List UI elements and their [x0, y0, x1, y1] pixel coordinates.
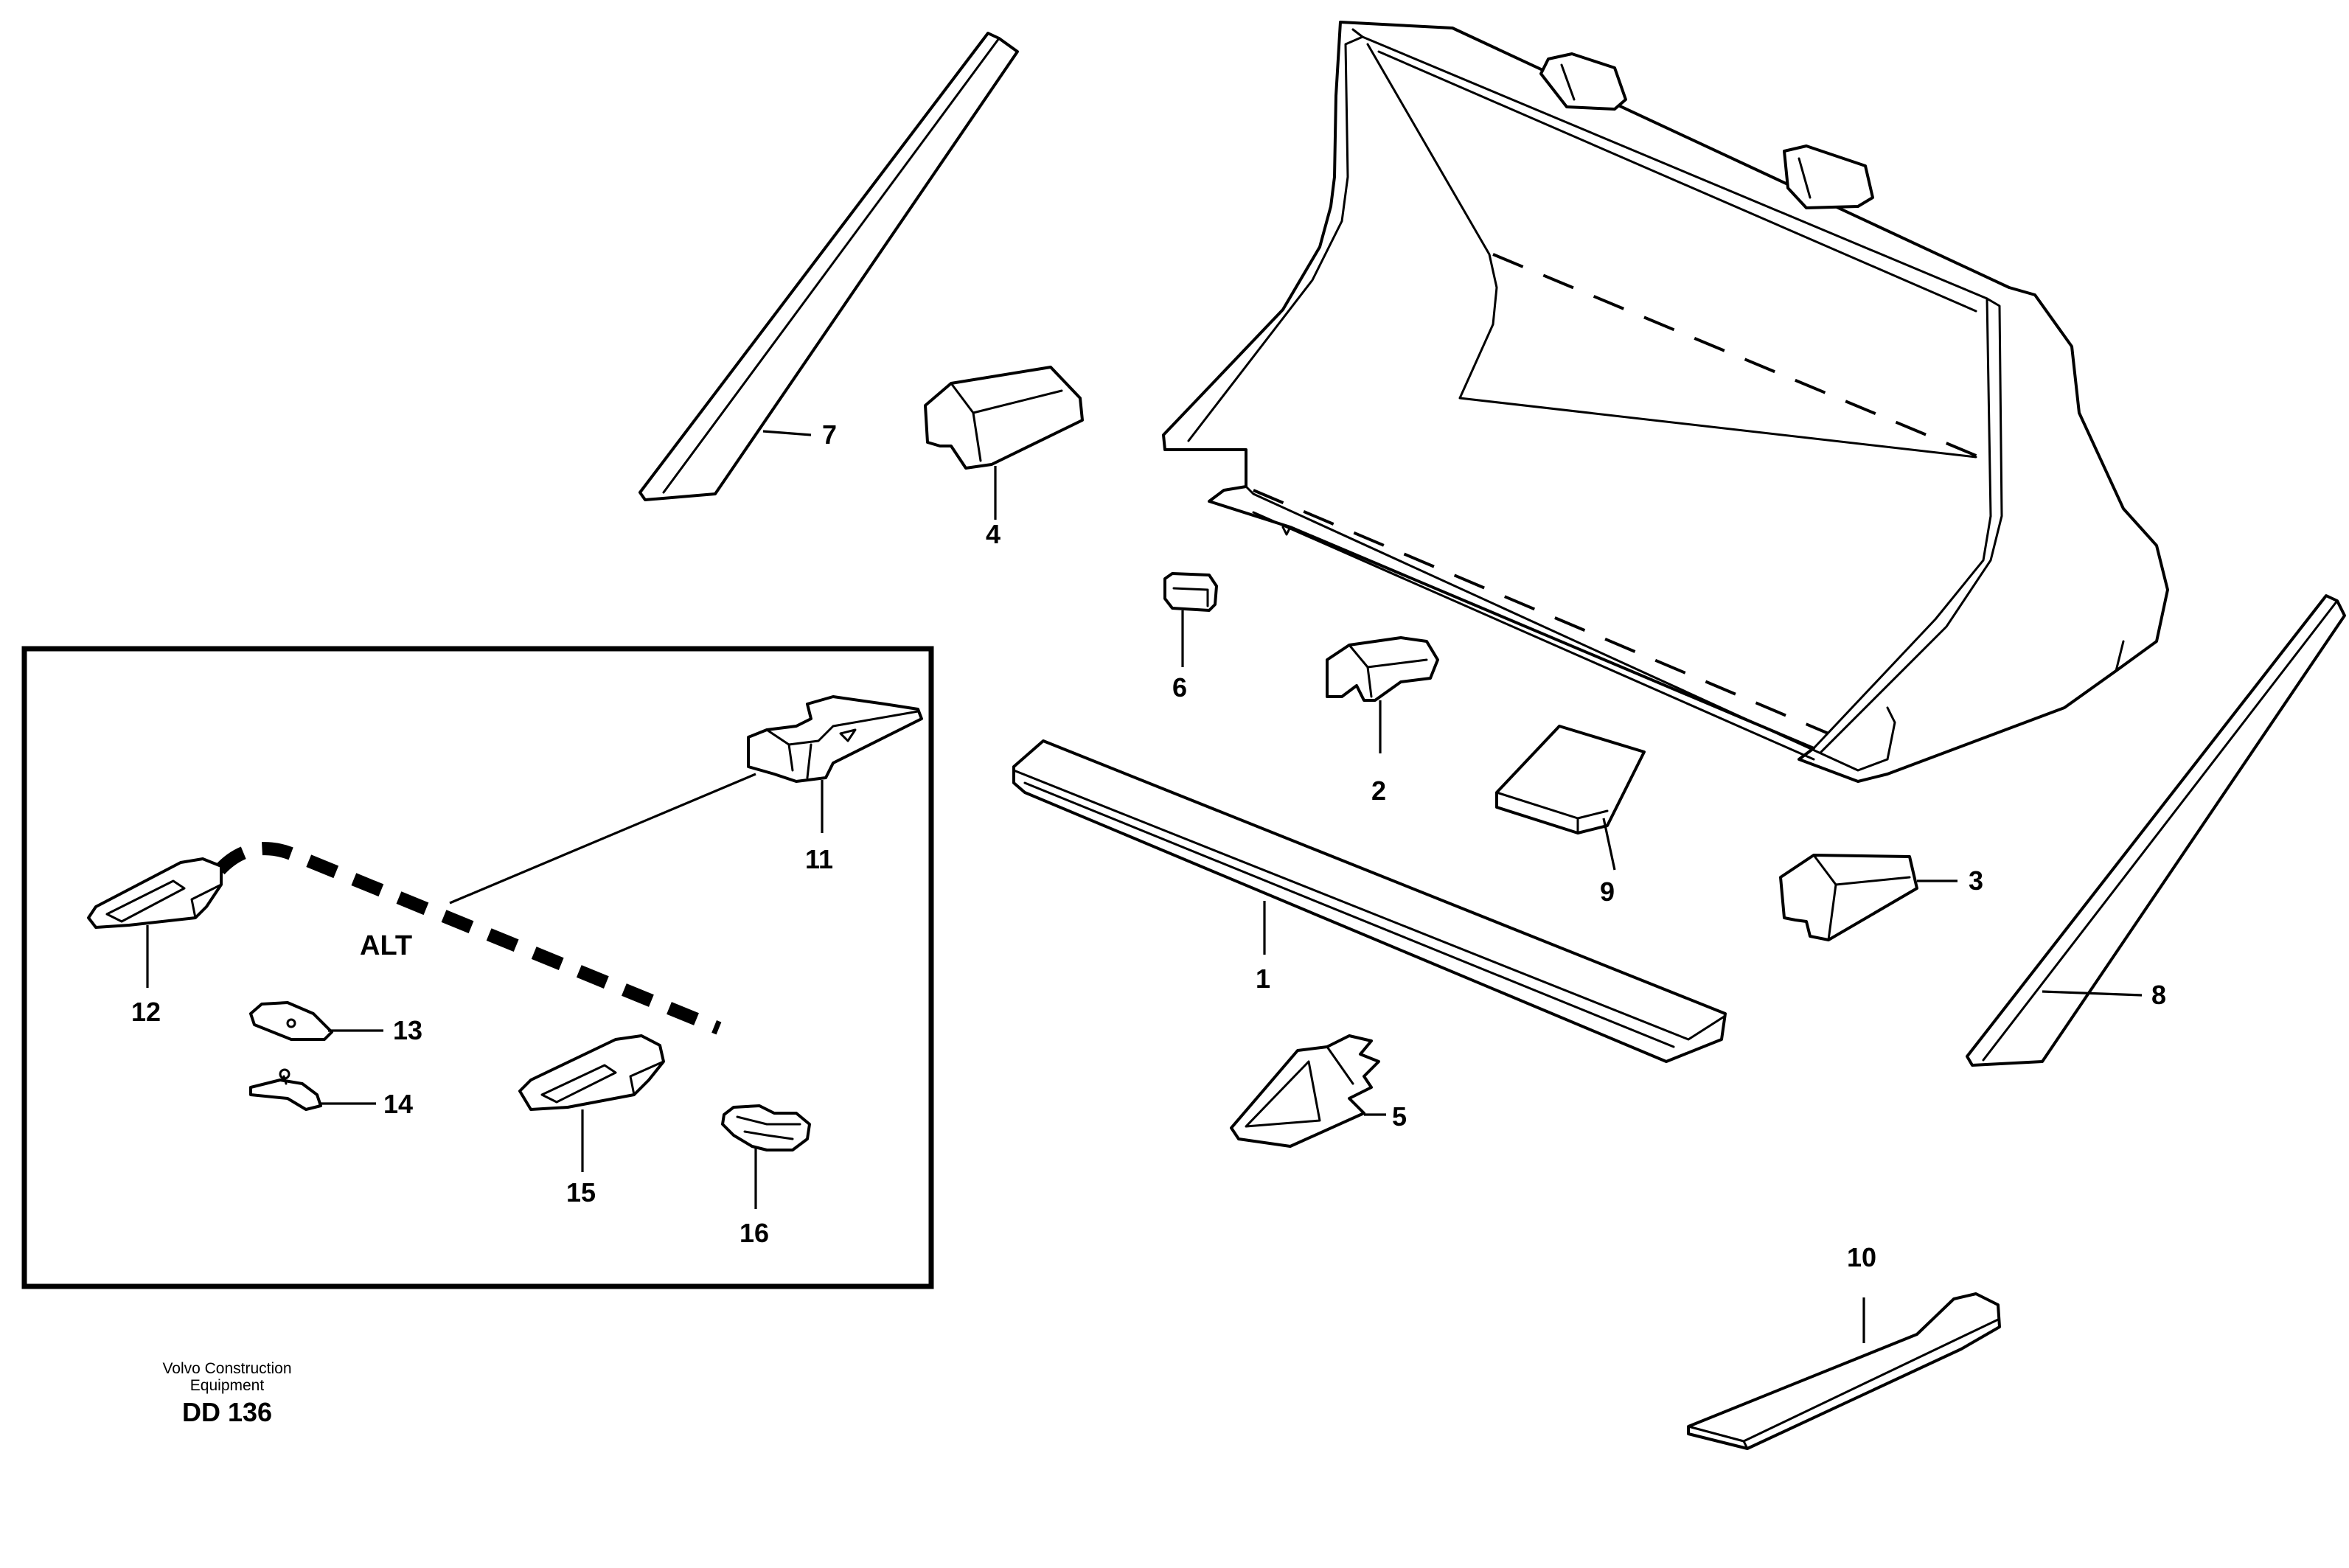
part-6-retainer [1163, 572, 1218, 667]
part-13-lock [249, 1001, 383, 1041]
alt-label: ALT [360, 930, 412, 961]
callout-7: 7 [822, 419, 837, 450]
part-5-tooth [1230, 1034, 1386, 1148]
part-11-adapter [747, 695, 923, 833]
part-8-side-cutter [1966, 594, 2346, 1067]
footer-diagram-code: DD 136 [182, 1397, 272, 1427]
bucket [1162, 21, 2169, 783]
callout-9: 9 [1600, 877, 1615, 907]
callout-8: 8 [2151, 980, 2166, 1010]
callout-10: 10 [1847, 1242, 1876, 1272]
footer-company-line2: Equipment [190, 1377, 265, 1394]
callout-4: 4 [986, 519, 1000, 549]
callout-3: 3 [1969, 865, 1983, 896]
part-4-adapter [924, 366, 1084, 520]
part-16-lock [721, 1104, 811, 1209]
callout-5: 5 [1392, 1101, 1407, 1132]
callout-12: 12 [131, 997, 161, 1027]
part-2-adapter [1326, 636, 1439, 753]
callout-2: 2 [1371, 776, 1386, 806]
alt-inset: ALT [21, 646, 934, 1289]
callout-15: 15 [566, 1177, 596, 1208]
callout-6: 6 [1172, 672, 1187, 703]
part-10-wear-strip [1687, 1292, 2001, 1450]
callout-1: 1 [1256, 964, 1270, 994]
footer: Volvo Construction Equipment DD 136 [162, 1360, 291, 1427]
part-1-cutting-edge [1012, 739, 1727, 1063]
callout-11: 11 [805, 844, 833, 874]
callout-14: 14 [383, 1089, 413, 1119]
part-9-wear-plate [1495, 725, 1646, 871]
callout-numbers: 7 4 6 2 9 3 8 1 5 10 11 12 13 14 15 16 [131, 419, 2166, 1272]
part-12-tooth [87, 857, 223, 988]
part-3-adapter [1779, 854, 1958, 941]
part-15-tooth [518, 1034, 665, 1172]
callout-13: 13 [393, 1015, 422, 1045]
callout-16: 16 [740, 1218, 769, 1248]
part-14-retainer [249, 1068, 376, 1111]
footer-company-line1: Volvo Construction [162, 1360, 291, 1377]
part-7-side-cutter [638, 32, 1019, 501]
